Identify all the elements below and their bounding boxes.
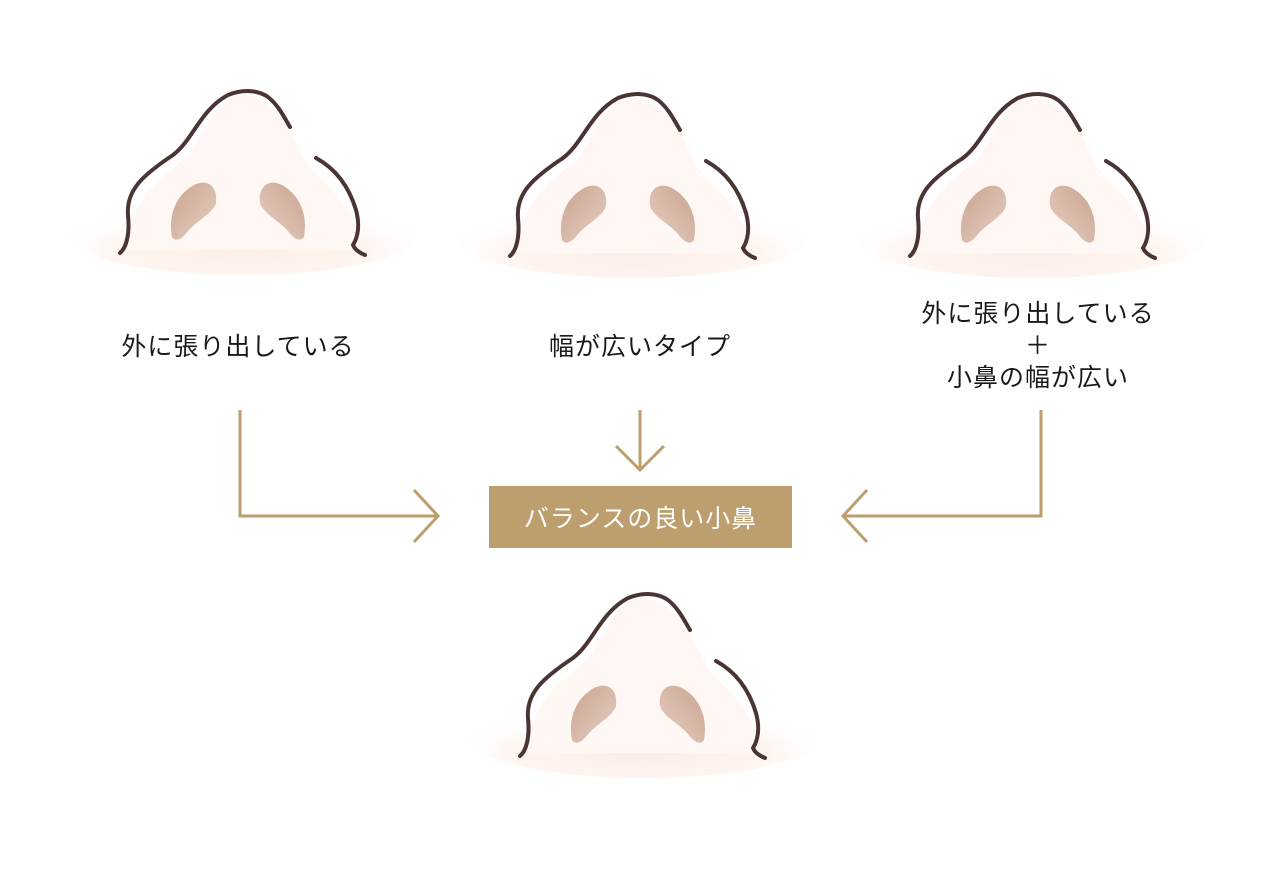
- arrow-right-head: [840, 488, 869, 544]
- caption-line: 小鼻の幅が広い: [946, 363, 1129, 392]
- caption-line: 外に張り出している: [121, 332, 355, 361]
- arrow-left-head: [412, 488, 441, 544]
- arrow-right-connector: [845, 410, 1043, 518]
- arrow-center-head: [614, 444, 666, 473]
- type-caption-outward: 外に張り出している: [88, 331, 388, 363]
- caption-line: 幅が広いタイプ: [548, 332, 731, 361]
- caption-line: 外に張り出している: [921, 299, 1155, 328]
- result-label: バランスの良い小鼻: [523, 504, 758, 533]
- type-caption-wide: 幅が広いタイプ: [490, 331, 790, 363]
- arrow-left-connector: [238, 410, 436, 518]
- caption-plus: ＋: [1024, 331, 1051, 360]
- result-badge: バランスの良い小鼻: [489, 486, 792, 548]
- type-caption-combined: 外に張り出している ＋ 小鼻の幅が広い: [888, 298, 1188, 394]
